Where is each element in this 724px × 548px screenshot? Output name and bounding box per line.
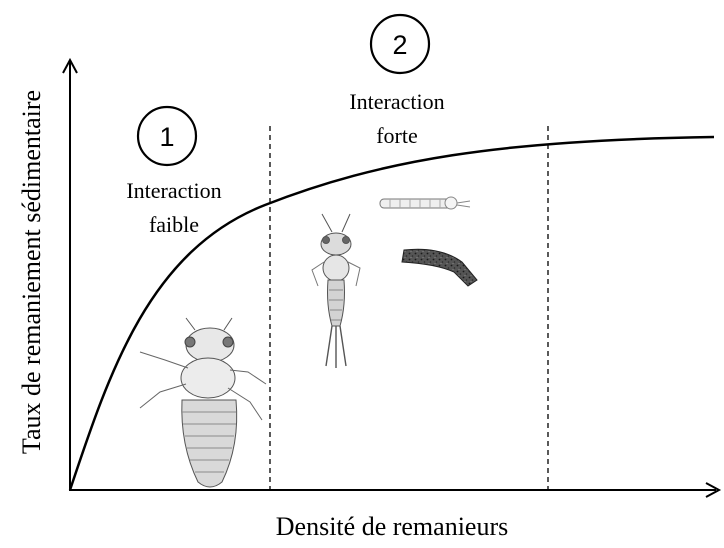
zone-2-label-line2: forte [376, 123, 418, 148]
zone-1-label-line1: Interaction [126, 178, 221, 203]
y-axis-label: Taux de remaniement sédimentaire [17, 90, 46, 454]
large-nymph-illustration [140, 318, 266, 487]
zone-1-number: 1 [159, 122, 174, 152]
zone-2-label-line1: Interaction [349, 89, 444, 114]
tubiform-larva-illustration [402, 249, 477, 286]
chironomid-larva-illustration [380, 197, 470, 209]
mayfly-larva-illustration [312, 214, 360, 368]
zone-2-marker: 2 [371, 15, 429, 73]
zone-1-label-line2: faible [149, 212, 199, 237]
x-axis-label: Densité de remanieurs [276, 512, 508, 541]
zone-1-marker: 1 [138, 107, 196, 165]
zone-2-number: 2 [392, 30, 407, 60]
